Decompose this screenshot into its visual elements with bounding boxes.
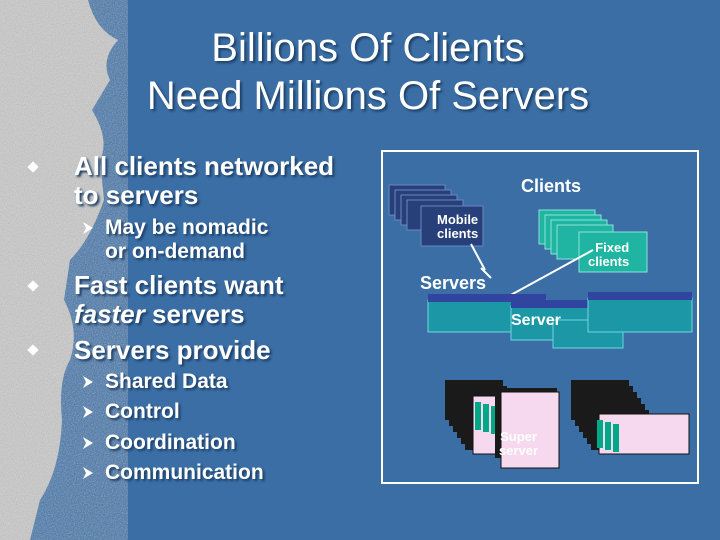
bullet-3-line-1: Servers provide	[74, 335, 271, 365]
mobile-client-stack	[388, 184, 484, 247]
super-server-line-2: server	[499, 443, 539, 458]
client-server-diagram: Clients Mobile clients Fixed clients Ser…	[381, 150, 699, 484]
mobile-clients-line-1: Mobile	[437, 212, 479, 227]
sub-bullet-communication: Communication	[105, 461, 264, 484]
sub-bullet-nomadic: May be nomadic or on-demand	[105, 216, 268, 264]
bullet-2-rest: servers	[144, 299, 245, 329]
mobile-clients-label: Mobile clients	[437, 213, 478, 241]
granite-texture-image	[0, 0, 118, 540]
sub-bullet-coordination: Coordination	[105, 431, 236, 454]
bullet-2-line-2: faster servers	[74, 300, 284, 329]
title-line-2: Need Millions Of Servers	[146, 74, 590, 118]
super-server-label: Super server	[499, 430, 538, 458]
fixed-clients-label: Fixed clients	[588, 241, 629, 269]
bullet-all-clients: All clients networked to servers	[74, 152, 334, 210]
super-server-grid	[445, 380, 690, 469]
bullet-servers-provide: Servers provide	[74, 336, 271, 365]
arrowhead-bullet-icon	[82, 436, 94, 455]
granite-texture-decoration	[0, 0, 128, 540]
title-line-1: Billions Of Clients	[211, 26, 525, 70]
arrowhead-bullet-icon	[82, 405, 94, 424]
sub-bullet-control: Control	[105, 400, 180, 423]
server-label: Server	[511, 312, 561, 329]
servers-label: Servers	[420, 273, 487, 293]
fixed-clients-line-1: Fixed	[595, 240, 630, 255]
bullet-fast-clients: Fast clients want faster servers	[74, 271, 284, 329]
diagram-graphics	[388, 184, 693, 469]
sub-bullet-nomadic-line-1: May be nomadic	[105, 216, 269, 239]
arrowhead-bullet-icon	[82, 466, 94, 485]
arrowhead-bullet-icon	[82, 375, 94, 394]
fixed-clients-line-2: clients	[588, 254, 630, 269]
fixed-client-stack	[538, 209, 648, 273]
slide-title: Billions Of Clients Need Millions Of Ser…	[88, 24, 648, 120]
clients-label: Clients	[521, 176, 582, 196]
bullet-1-line-2: to servers	[74, 180, 199, 210]
diamond-bullet-icon	[26, 279, 40, 298]
sub-bullet-nomadic-line-2: or on-demand	[105, 240, 245, 263]
super-server-line-1: Super	[500, 429, 537, 444]
diamond-bullet-icon	[26, 343, 40, 362]
connector-lines	[470, 243, 594, 297]
diamond-bullet-icon	[26, 160, 40, 179]
bullet-2-emphasis: faster	[74, 299, 145, 329]
sub-bullet-shared-data: Shared Data	[105, 370, 228, 393]
server-rack	[427, 292, 693, 349]
bullet-1-line-1: All clients networked	[74, 151, 335, 181]
mobile-clients-line-2: clients	[437, 226, 479, 241]
arrowhead-bullet-icon	[82, 221, 94, 240]
bullet-2-line-1: Fast clients want	[74, 270, 284, 300]
